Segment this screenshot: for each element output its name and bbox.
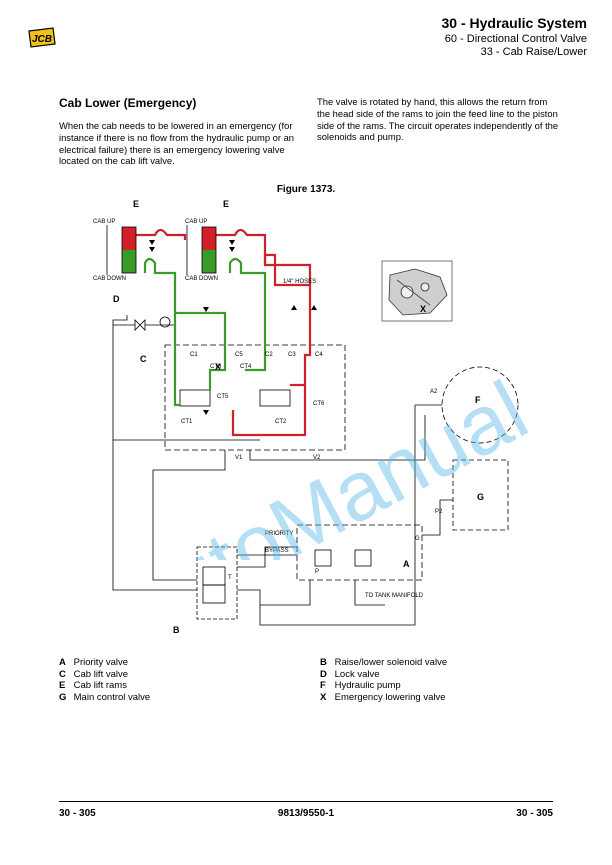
pressure-lines [136,228,312,437]
legend-item: E Cab lift rams [59,680,127,692]
figure-caption: Figure 1373. [276,184,336,195]
paragraph-right: The valve is rotated by hand, this allow… [317,96,559,143]
ram-1-bottom [122,250,136,273]
label-g-port: G [415,536,420,542]
label-V2: V2 [313,455,321,461]
label-B: B [173,625,180,635]
label-cab-down-1: CAB DOWN [93,276,126,282]
hydraulic-pump-circle [441,366,519,444]
label-E-2: E [223,199,229,209]
label-F: F [475,395,481,405]
label-priority: PRIORITY [265,531,293,537]
label-D: D [113,294,120,304]
footer-divider [59,801,553,802]
header-subtitle-2: 33 - Cab Raise/Lower [480,46,587,58]
section-title: Cab Lower (Emergency) [59,96,197,110]
main-control-valve-box [452,459,509,531]
header-title: 30 - Hydraulic System [441,15,587,31]
label-X-inset: X [420,304,426,314]
label-C: C [140,354,147,364]
label-C3: C3 [288,352,296,358]
legend-item: F Hydraulic pump [320,680,401,692]
label-CT6: CT6 [313,401,325,407]
legend-item: G Main control valve [59,691,151,703]
label-CT5: CT5 [217,394,229,400]
legend-item: C Cab lift valve [59,668,129,680]
ram-2-bottom [202,250,216,273]
jcb-logo: JCB [28,27,56,48]
footer-page-right: 30 - 305 [516,808,553,819]
footer-page-left: 30 - 305 [59,808,96,819]
legend-item: A Priority valve [59,657,129,668]
inset-photo-frame [381,260,453,322]
label-A: A [403,559,410,569]
label-C1: C1 [190,352,198,358]
label-hoses: 1/4" HOSES [283,279,316,285]
label-cab-up-2: CAB UP [185,219,207,225]
cab-lift-valve-box [164,344,346,451]
label-cab-down-2: CAB DOWN [185,276,218,282]
label-p-port: P [315,569,319,575]
label-CT2: CT2 [275,419,287,425]
hydraulic-diagram: E E D C X X F G A B C1 C5 C2 C3 C4 CT3 C… [93,199,519,635]
ram-1-top [122,227,136,250]
label-CT4: CT4 [240,364,252,370]
legend-item: B Raise/lower solenoid valve [320,657,448,668]
label-t-port: T [228,575,232,581]
label-CT3: CT3 [210,364,222,370]
paragraph-left: When the cab needs to be lowered in an e… [59,120,295,167]
label-CT1: CT1 [181,419,193,425]
label-E-1: E [133,199,139,209]
label-bypass: BYPASS [265,548,289,554]
legend-item: X Emergency lowering valve [320,691,446,703]
label-cab-up-1: CAB UP [93,219,115,225]
label-X: X [215,362,221,372]
ram-2-top [202,227,216,250]
label-G: G [477,492,484,502]
label-tank: TO TANK MANIFOLD [365,593,424,599]
label-V1: V1 [235,455,243,461]
lock-valve-symbol [134,316,171,331]
header-subtitle-1: 60 - Directional Control Valve [444,33,587,45]
logo-text: JCB [32,34,52,45]
label-C4: C4 [315,352,323,358]
footer-doc-number: 9813/9550-1 [277,808,335,819]
solenoid-valve-box [196,546,238,620]
legend-item: D Lock valve [320,668,380,680]
label-C5: C5 [235,352,243,358]
flow-arrows [149,240,317,415]
legend-left: A Priority valve C Cab lift valve E Cab … [59,657,150,703]
label-C2: C2 [265,352,273,358]
return-lines [143,257,267,407]
label-a2: A2 [430,389,438,395]
label-p2: P2 [435,509,443,515]
legend-right: B Raise/lower solenoid valve D Lock valv… [320,657,447,703]
